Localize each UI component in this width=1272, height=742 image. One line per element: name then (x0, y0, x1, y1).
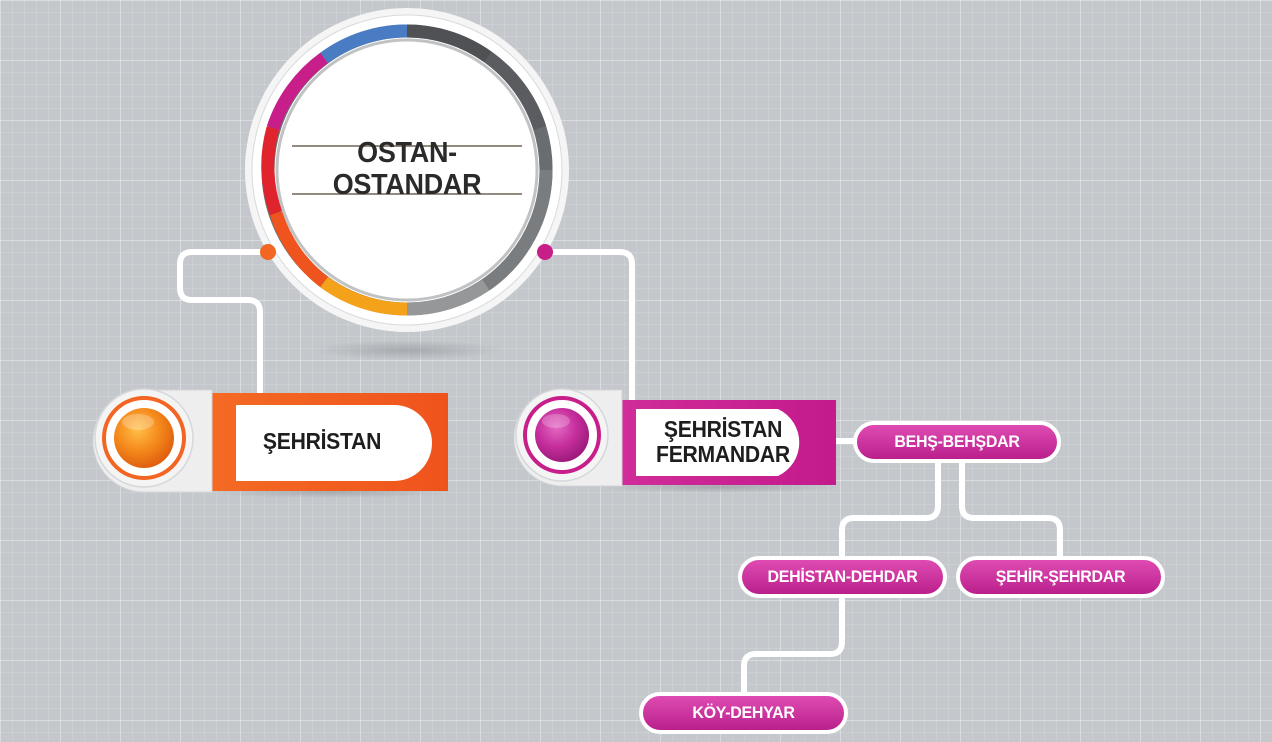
left-card-label-panel (236, 405, 432, 481)
circle-shadow (313, 340, 503, 360)
left-connector-dot (260, 244, 276, 260)
pill-sehir-label: ŞEHİR-ŞEHRDAR (995, 566, 1126, 586)
right-card-label: ŞEHRİSTAN FERMANDAR (647, 412, 800, 472)
connector-koy (741, 591, 845, 699)
right-card[interactable] (513, 388, 840, 493)
right-card-label-panel (636, 409, 800, 476)
connector-dehistan (839, 455, 941, 563)
right-connector-dot (537, 244, 553, 260)
right-card-label-line1: ŞEHRİSTAN (663, 415, 783, 442)
center-color-ring (261, 24, 553, 316)
right-card-label-line2: FERMANDAR (656, 441, 790, 467)
pill-koy-label: KÖY-DEHYAR (692, 702, 795, 722)
pill-koy[interactable] (639, 692, 848, 734)
pill-dehistan[interactable] (738, 556, 947, 598)
pill-sehir[interactable] (956, 556, 1165, 598)
connector-left (177, 249, 271, 399)
connectors (177, 249, 1063, 699)
connector-sehir (959, 455, 1063, 563)
left-card-orb-icon (114, 408, 174, 468)
connector-right (542, 249, 635, 405)
center-node-label: OSTAN-OSTANDAR (332, 137, 482, 201)
pill-dehistan-label: DEHİSTAN-DEHDAR (767, 566, 918, 586)
pill-behs-label: BEHŞ-BEHŞDAR (894, 431, 1020, 451)
pill-behs[interactable] (853, 421, 1061, 463)
left-card-label: ŞEHRİSTAN (262, 428, 382, 455)
right-card-orb-icon (535, 408, 589, 462)
left-card[interactable] (92, 388, 455, 498)
center-node[interactable] (245, 8, 569, 332)
